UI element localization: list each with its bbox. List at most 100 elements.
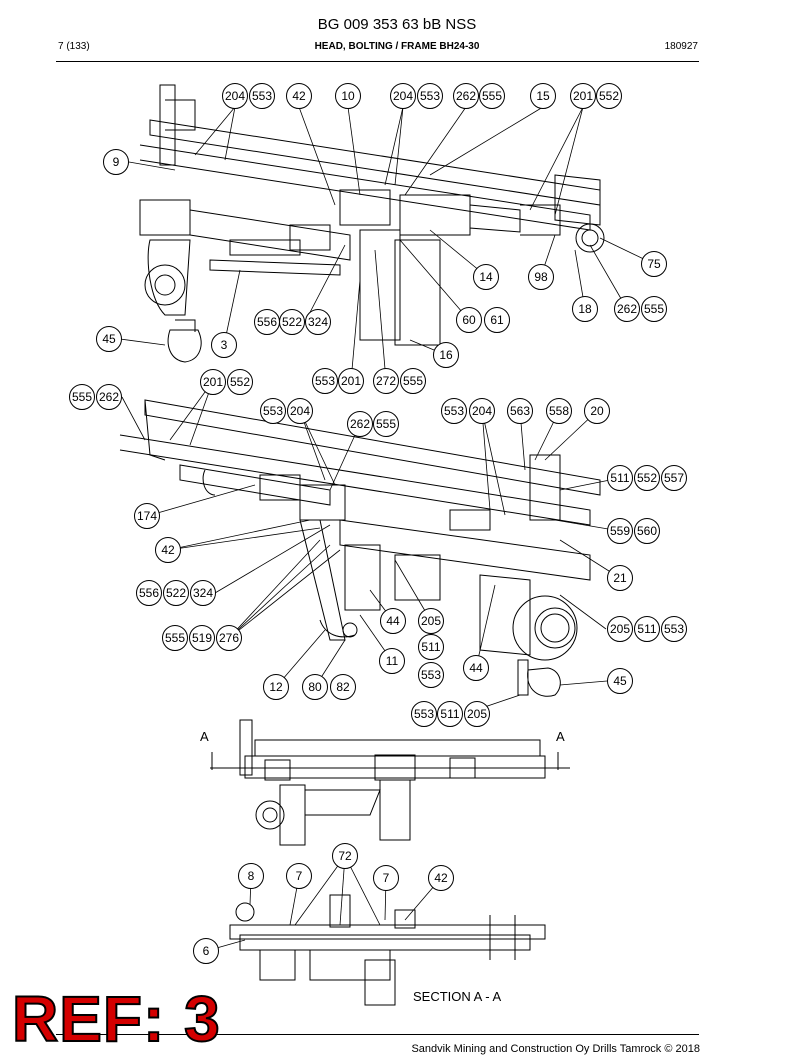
callout-bubble: 10: [335, 83, 361, 109]
callout-label: 82: [336, 680, 350, 694]
callout-label: 45: [102, 332, 116, 346]
callout-label: 556: [139, 586, 159, 600]
callout-label: 7: [383, 871, 390, 885]
callout-bubble: 553: [411, 701, 437, 727]
callout-label: 204: [393, 89, 413, 103]
footer-copyright: Sandvik Mining and Construction Oy Drill…: [411, 1043, 700, 1055]
document-subtitle: HEAD, BOLTING / FRAME BH24-30: [314, 41, 480, 52]
callout-label: 7: [296, 869, 303, 883]
callout-label: 10: [341, 89, 355, 103]
document-title: BG 009 353 63 bB NSS: [317, 16, 477, 33]
callout-label: 3: [221, 338, 228, 352]
callout-bubble: 553: [249, 83, 275, 109]
callout-bubble: 262: [614, 296, 640, 322]
callout-bubble: 204: [390, 83, 416, 109]
callout-label: 555: [376, 417, 396, 431]
callout-bubble: 511: [634, 616, 660, 642]
callout-label: 75: [647, 257, 661, 271]
callout-label: 20: [590, 404, 604, 418]
callout-label: 276: [219, 631, 239, 645]
callout-label: 555: [165, 631, 185, 645]
callout-bubble: 16: [433, 342, 459, 368]
callout-bubble: 15: [530, 83, 556, 109]
callout-label: 18: [578, 302, 592, 316]
callout-label: 511: [421, 640, 440, 654]
callout-bubble: 553: [260, 398, 286, 424]
callout-bubble: 553: [312, 368, 338, 394]
callout-bubble: 20: [584, 398, 610, 424]
callout-label: 560: [637, 524, 657, 538]
callout-bubble: 205: [418, 608, 444, 634]
callout-label: 204: [225, 89, 245, 103]
callout-bubble: 557: [661, 465, 687, 491]
callout-bubble: 272: [373, 368, 399, 394]
callout-bubble: 201: [200, 369, 226, 395]
callout-label: 21: [613, 571, 627, 585]
header-rule: [56, 61, 699, 62]
callout-label: 201: [341, 374, 361, 388]
callout-bubble: 556: [254, 309, 280, 335]
callout-label: 555: [403, 374, 423, 388]
callout-bubble: 42: [155, 537, 181, 563]
side-view-drawing: [210, 719, 570, 846]
callout-label: 42: [434, 871, 448, 885]
callout-label: 44: [386, 614, 400, 628]
callout-bubble: 560: [634, 518, 660, 544]
callout-label: 262: [350, 417, 370, 431]
callout-label: 42: [292, 89, 306, 103]
callout-bubble: 559: [607, 518, 633, 544]
callout-bubble: 324: [305, 309, 331, 335]
callout-label: 9: [113, 155, 120, 169]
callout-bubble: 9: [103, 149, 129, 175]
callout-label: 553: [421, 668, 441, 682]
callout-label: 511: [637, 622, 656, 636]
callout-bubble: 552: [227, 369, 253, 395]
callout-bubble: 563: [507, 398, 533, 424]
callout-label: 60: [462, 313, 476, 327]
callout-label: 14: [479, 270, 493, 284]
callout-label: 553: [414, 707, 434, 721]
callout-bubble: 555: [641, 296, 667, 322]
callout-bubble: 205: [464, 701, 490, 727]
callout-label: 44: [469, 661, 483, 675]
callout-label: 555: [482, 89, 502, 103]
callout-bubble: 522: [279, 309, 305, 335]
callout-label: 522: [166, 586, 186, 600]
callout-bubble: 6: [193, 938, 219, 964]
callout-label: 553: [315, 374, 335, 388]
callout-bubble: 204: [222, 83, 248, 109]
callout-bubble: 205: [607, 616, 633, 642]
callout-bubble: 553: [417, 83, 443, 109]
callout-bubble: 44: [380, 608, 406, 634]
callout-label: 61: [490, 313, 504, 327]
callout-bubble: 18: [572, 296, 598, 322]
callout-bubble: 555: [373, 411, 399, 437]
callout-bubble: 44: [463, 655, 489, 681]
callout-bubble: 8: [238, 863, 264, 889]
callout-bubble: 7: [373, 865, 399, 891]
callout-label: 262: [99, 390, 119, 404]
callout-label: 511: [440, 707, 459, 721]
callout-bubble: 7: [286, 863, 312, 889]
callout-bubble: 324: [190, 580, 216, 606]
page-number: 7 (133): [58, 41, 90, 52]
callout-label: 262: [456, 89, 476, 103]
callout-label: 262: [617, 302, 637, 316]
callout-bubble: 555: [479, 83, 505, 109]
callout-label: 553: [263, 404, 283, 418]
callout-label: 98: [534, 270, 548, 284]
section-a-a-drawing: [229, 894, 546, 1006]
callout-bubble: 21: [607, 565, 633, 591]
ref-stamp: REF: 3: [11, 982, 221, 1056]
section-label: SECTION A - A: [413, 989, 502, 1004]
callout-bubble: 204: [287, 398, 313, 424]
callout-label: 72: [338, 849, 352, 863]
upper-assembly-drawing: [139, 84, 605, 363]
callout-label: 174: [137, 509, 157, 523]
callout-bubble: 174: [134, 503, 160, 529]
callout-bubble: 12: [263, 674, 289, 700]
callout-bubble: 42: [428, 865, 454, 891]
callout-label: 553: [664, 622, 684, 636]
callout-label: 324: [193, 586, 213, 600]
